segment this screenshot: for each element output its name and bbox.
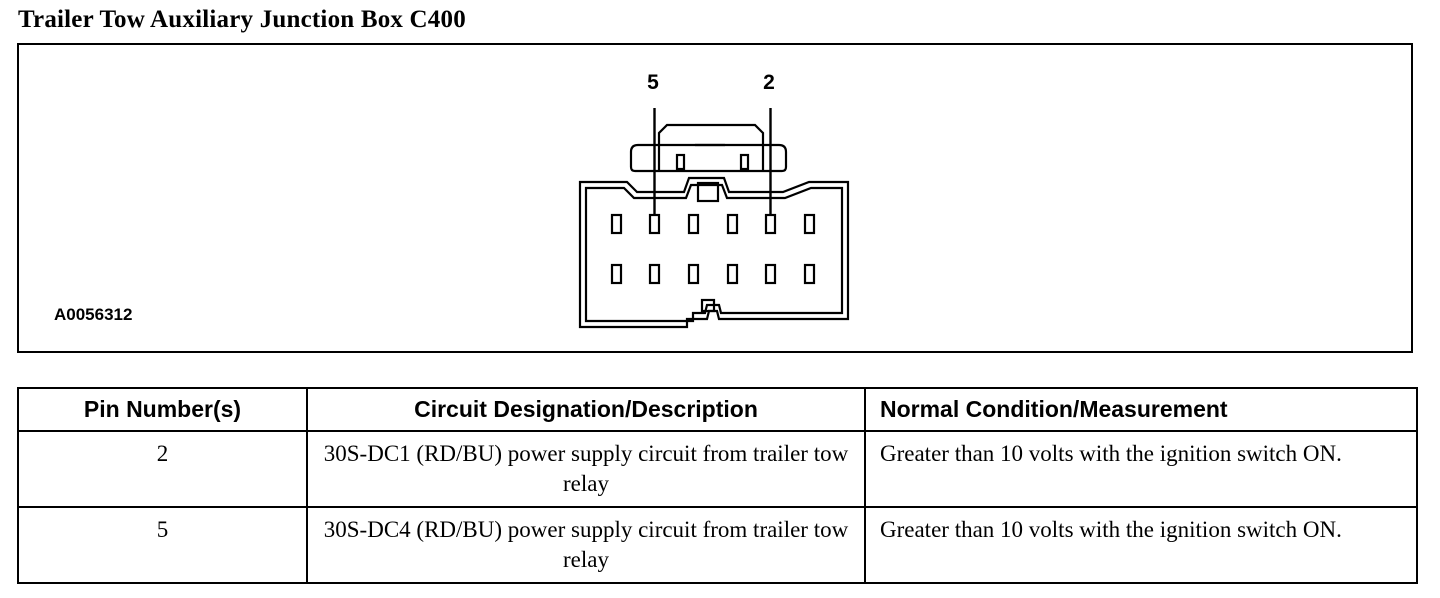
connector-diagram: 5 2 A0056312 (17, 43, 1413, 353)
connector-latch (657, 123, 765, 171)
pin-cavity (687, 213, 700, 235)
connector-drawing (578, 108, 850, 329)
cell-pin: 5 (17, 506, 308, 584)
callout-pin-5: 5 (647, 71, 659, 94)
pin-cavity (687, 263, 700, 285)
header-condition: Normal Condition/Measurement (864, 387, 1418, 432)
table-row: 5 30S-DC4 (RD/BU) power supply circuit f… (17, 506, 1418, 584)
pin-cavity (803, 263, 816, 285)
pin-table: Pin Number(s) Circuit Designation/Descri… (17, 387, 1418, 584)
cell-condition: Greater than 10 volts with the ignition … (864, 506, 1418, 584)
pin-cavity (610, 213, 623, 235)
pin-cavity (726, 213, 739, 235)
connector-body-inner (584, 183, 844, 323)
page-title: Trailer Tow Auxiliary Junction Box C400 (18, 6, 466, 33)
connector-latch-tab (629, 143, 788, 173)
figure-id: A0056312 (54, 305, 133, 324)
pin-cavity (764, 263, 777, 285)
cell-circuit: 30S-DC1 (RD/BU) power supply circuit fro… (306, 430, 866, 508)
header-circuit: Circuit Designation/Description (306, 387, 866, 432)
pin-cavity (648, 213, 661, 235)
cell-condition: Greater than 10 volts with the ignition … (864, 430, 1418, 508)
pin-cavity (726, 263, 739, 285)
header-pin-number: Pin Number(s) (17, 387, 308, 432)
pin-cavity (803, 213, 816, 235)
cell-circuit: 30S-DC4 (RD/BU) power supply circuit fro… (306, 506, 866, 584)
connector-body-outer (578, 176, 850, 329)
callout-pin-2: 2 (763, 71, 775, 94)
table-row: 2 30S-DC1 (RD/BU) power supply circuit f… (17, 430, 1418, 508)
cell-pin: 2 (17, 430, 308, 508)
table-header-row: Pin Number(s) Circuit Designation/Descri… (17, 387, 1418, 432)
pin-cavity (610, 263, 623, 285)
pin-cavity (764, 213, 777, 235)
pin-cavity (648, 263, 661, 285)
